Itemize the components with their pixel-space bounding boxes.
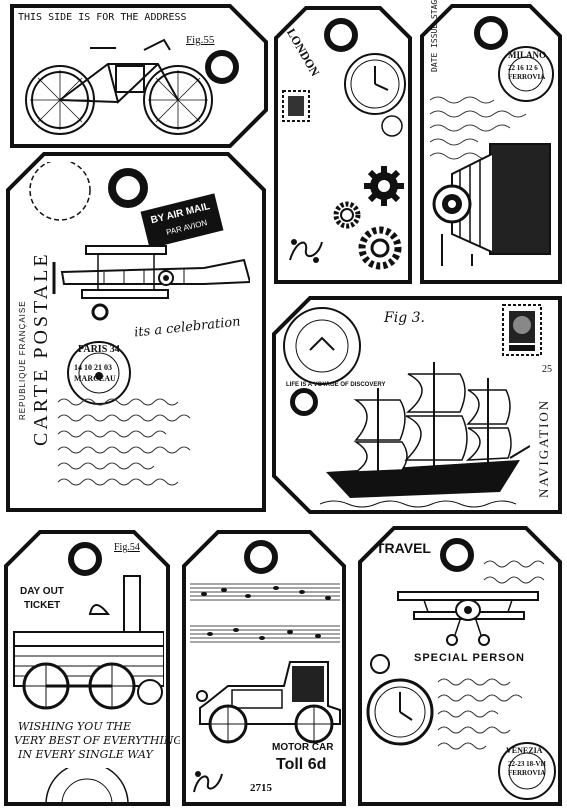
tag-navigation: LIFE IS A VOYAGE OF DISCOVERY Fig 3. 25 … <box>270 294 564 516</box>
special-person-subtitle: SPECIAL PERSON <box>414 652 525 664</box>
tag-train: Fig.54 DAY OUT TICKET WISHING YOU THE VE… <box>2 528 182 808</box>
travel-letter-handwriting <box>437 678 523 750</box>
biplane-illustration <box>52 245 250 321</box>
carte-postale-title: CARTE POSTALE <box>30 251 52 446</box>
tag-travel: TRAVEL SPECIAL PERSON VENEZIA 22-23 18-V… <box>356 524 564 808</box>
ticket-title-line1: DAY OUT <box>20 586 64 597</box>
postage-stamp-icon <box>282 90 310 122</box>
milano-city: MILANO <box>508 50 546 60</box>
paris-city: PARIS 34 <box>78 344 120 355</box>
tag-hole <box>68 542 102 576</box>
travel-handwriting <box>483 560 545 584</box>
ticket-title-line2: TICKET <box>24 600 61 611</box>
protractor-ornament <box>45 768 129 804</box>
flourish-ornament <box>289 239 323 263</box>
tag-hole <box>324 18 358 52</box>
tag-camera: DATE ISSUE STAGE MILANO 22 16 12 6 FERRO… <box>418 0 564 286</box>
tag-border <box>274 6 412 284</box>
voyage-stamp-text: LIFE IS A VOYAGE OF DISCOVERY <box>286 382 386 388</box>
date-issue-stage-text: DATE ISSUE STAGE <box>430 0 439 72</box>
clock-face-illustration <box>344 53 406 137</box>
gear-icon <box>364 166 404 206</box>
pocket-watch-illustration <box>366 654 434 746</box>
camera-illustration <box>432 143 551 266</box>
vintage-car-illustration <box>196 661 341 744</box>
tag-bicycle: THIS SIDE IS FOR THE ADDRESS Fig.55 <box>8 2 270 150</box>
tag-hole <box>108 168 148 208</box>
milano-postmark <box>498 46 554 102</box>
tag-motorcar: MOTOR CAR Toll 6d 2715 <box>180 528 348 808</box>
gear-small-icon <box>333 201 361 229</box>
fig-label: Fig 3. <box>384 310 425 326</box>
tag-hole <box>474 16 508 50</box>
handwritten-letter <box>57 398 191 486</box>
tag-border <box>10 4 268 148</box>
wish-line-1: WISHING YOU THE <box>18 720 132 733</box>
venezia-date: 22-23 18-VII FERROVIA <box>508 760 546 777</box>
tag-hole <box>244 540 278 574</box>
tag-number: 2715 <box>250 782 272 794</box>
fig-label: Fig.54 <box>114 542 140 553</box>
sheet-music <box>190 583 340 643</box>
tag-clock: LONDON <box>272 4 414 286</box>
tag-hole <box>290 388 318 416</box>
gear-large-icon <box>358 226 402 270</box>
tag-carte-postale: BY AIR MAIL PAR AVION REPUBLIQUE FRANÇAI… <box>4 150 268 514</box>
venezia-city: VENEZIA <box>506 746 543 755</box>
toll-label: Toll 6d <box>276 756 327 773</box>
republique-francaise-text: REPUBLIQUE FRANÇAISE <box>18 300 27 420</box>
travel-title: TRAVEL <box>376 540 431 556</box>
round-postmark <box>29 162 91 221</box>
milano-date: 22 16 12 6 FERROVIA <box>508 64 546 81</box>
stamp-number: 25 <box>542 364 552 375</box>
locomotive-illustration <box>13 575 164 710</box>
tag-border <box>6 152 266 512</box>
motor-car-label: MOTOR CAR <box>272 742 334 753</box>
fig-label: Fig.55 <box>186 34 215 46</box>
tag-hole <box>440 538 474 572</box>
wish-line-3: IN EVERY SINGLE WAY <box>18 748 153 761</box>
address-heading: THIS SIDE IS FOR THE ADDRESS <box>18 12 187 23</box>
tag-hole <box>205 50 239 84</box>
sailing-ship-illustration <box>320 362 530 508</box>
paris-postmark <box>67 341 131 405</box>
king-postage-stamp <box>502 304 542 356</box>
paris-date: 14 10 21 03 MARCEAU <box>74 363 116 383</box>
wish-line-2: VERY BEST OF EVERYTHING <box>14 734 183 747</box>
navigation-side-text: NAVIGATION <box>536 398 551 498</box>
biplane-illustration <box>397 591 539 646</box>
voyage-round-stamp <box>283 307 361 385</box>
bicycle-illustration <box>25 38 213 135</box>
handwriting-lines <box>429 96 527 160</box>
venezia-postmark <box>498 742 556 800</box>
flourish-ornament <box>193 771 223 793</box>
